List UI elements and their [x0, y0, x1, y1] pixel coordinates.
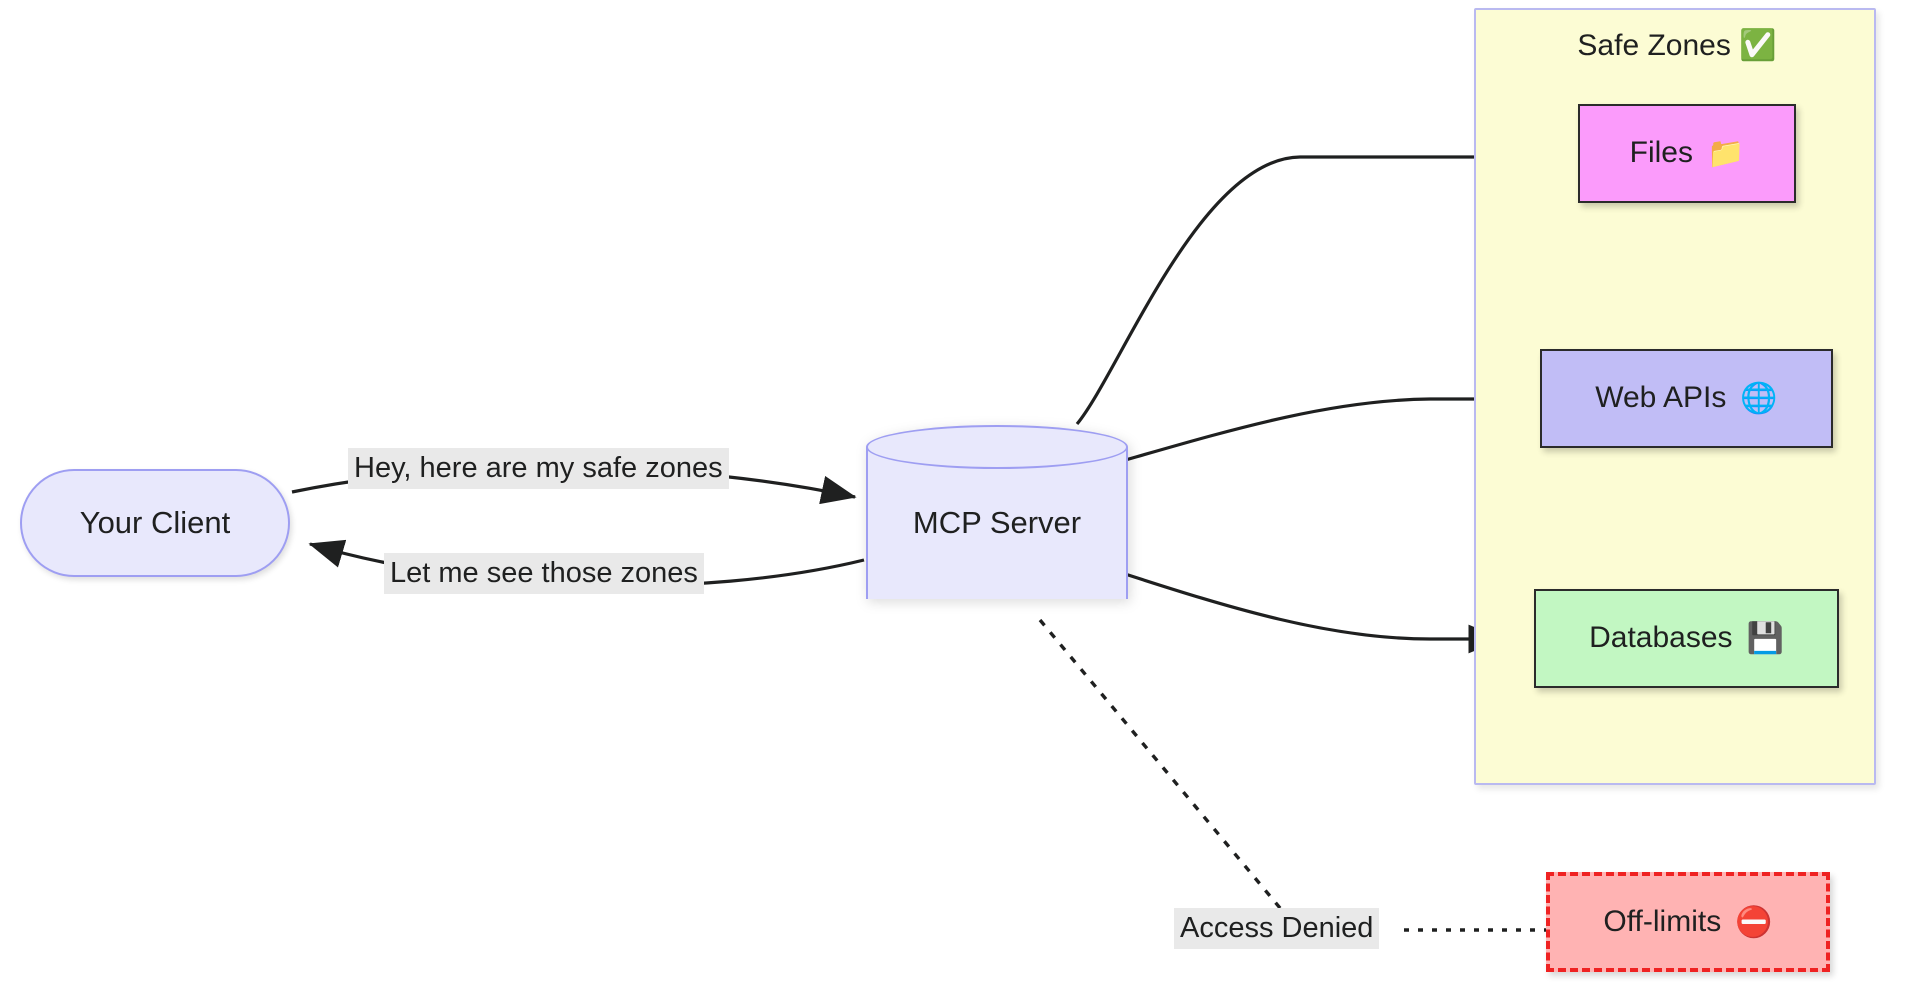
cylinder-body [866, 447, 1128, 599]
edge-label-response: Let me see those zones [384, 553, 704, 594]
safe-zones-title: Safe Zones ✅ [1476, 28, 1878, 63]
safe-zones-title-text: Safe Zones [1577, 29, 1731, 62]
node-files-label: Files [1629, 136, 1693, 170]
edge-mcp-to-webapis [1121, 384, 1510, 463]
globe-icon: 🌐 [1740, 381, 1778, 416]
folder-icon: 📁 [1706, 136, 1745, 171]
node-off-limits[interactable]: Off-limits ⛔ [1546, 872, 1830, 972]
node-your-client-label: Your Client [79, 505, 231, 541]
cylinder-top-ellipse [866, 425, 1128, 469]
node-databases-label: Databases [1589, 621, 1733, 655]
node-mcp-server-label: MCP Server [912, 505, 1082, 541]
node-your-client[interactable]: Your Client [20, 469, 290, 577]
floppy-disk-icon: 💾 [1746, 621, 1784, 656]
edge-mcp-to-offlimits [1038, 618, 1292, 922]
node-mcp-server[interactable]: MCP Server [866, 425, 1128, 621]
edge-label-access-denied: Access Denied [1174, 908, 1380, 949]
node-off-limits-label: Off-limits [1603, 904, 1722, 938]
node-databases[interactable]: Databases 💾 [1534, 589, 1839, 688]
check-mark-icon: ✅ [1739, 28, 1777, 63]
node-web-apis[interactable]: Web APIs 🌐 [1540, 349, 1833, 448]
node-files[interactable]: Files 📁 [1578, 104, 1796, 203]
node-web-apis-label: Web APIs [1595, 381, 1727, 415]
edge-label-request: Hey, here are my safe zones [348, 448, 729, 489]
no-entry-icon: ⛔ [1735, 904, 1773, 940]
edge-mcp-to-databases [1121, 571, 1504, 654]
